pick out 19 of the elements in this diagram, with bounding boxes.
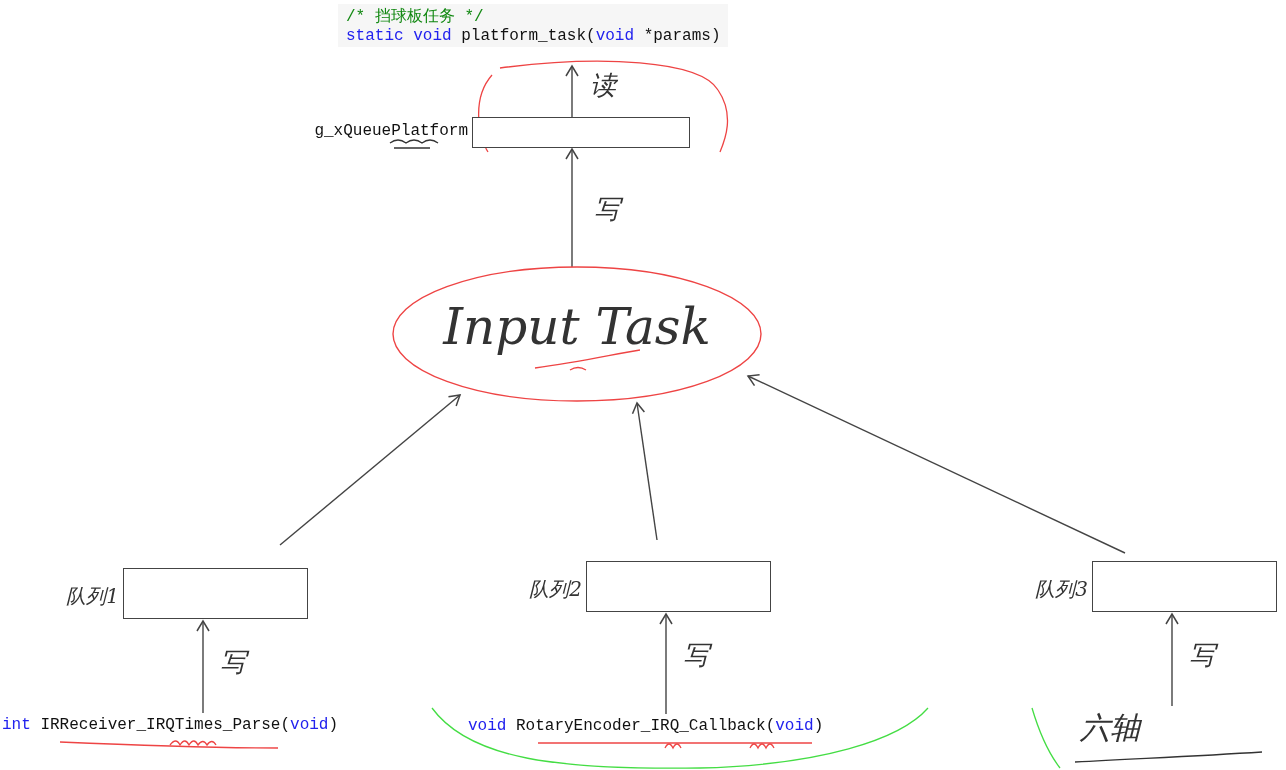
- arrow: [565, 148, 579, 268]
- arrow: [565, 65, 579, 118]
- arrow: [631, 402, 658, 541]
- task-label: Input Task: [441, 298, 712, 356]
- function-signature: int IRReceiver_IRQTimes_Parse(void): [2, 716, 339, 734]
- queue-name: 队列2: [529, 575, 582, 603]
- function-signature: static void platform_task(void *params): [346, 27, 721, 45]
- arrow: [747, 374, 1126, 554]
- arrow: [279, 394, 461, 546]
- handwritten-label: 六轴: [1080, 709, 1140, 747]
- queue-name: 队列1: [66, 582, 119, 610]
- function-signature: void RotaryEncoder_IRQ_Callback(void): [468, 717, 824, 735]
- arrow: [659, 613, 673, 715]
- queue-name: g_xQueuePlatform: [314, 121, 468, 140]
- queue-name: 队列3: [1035, 575, 1088, 603]
- arrow: [196, 620, 210, 714]
- arrow: [1165, 613, 1179, 707]
- edge-label: 读: [590, 69, 616, 102]
- code-comment: /* 挡球板任务 */: [346, 7, 485, 27]
